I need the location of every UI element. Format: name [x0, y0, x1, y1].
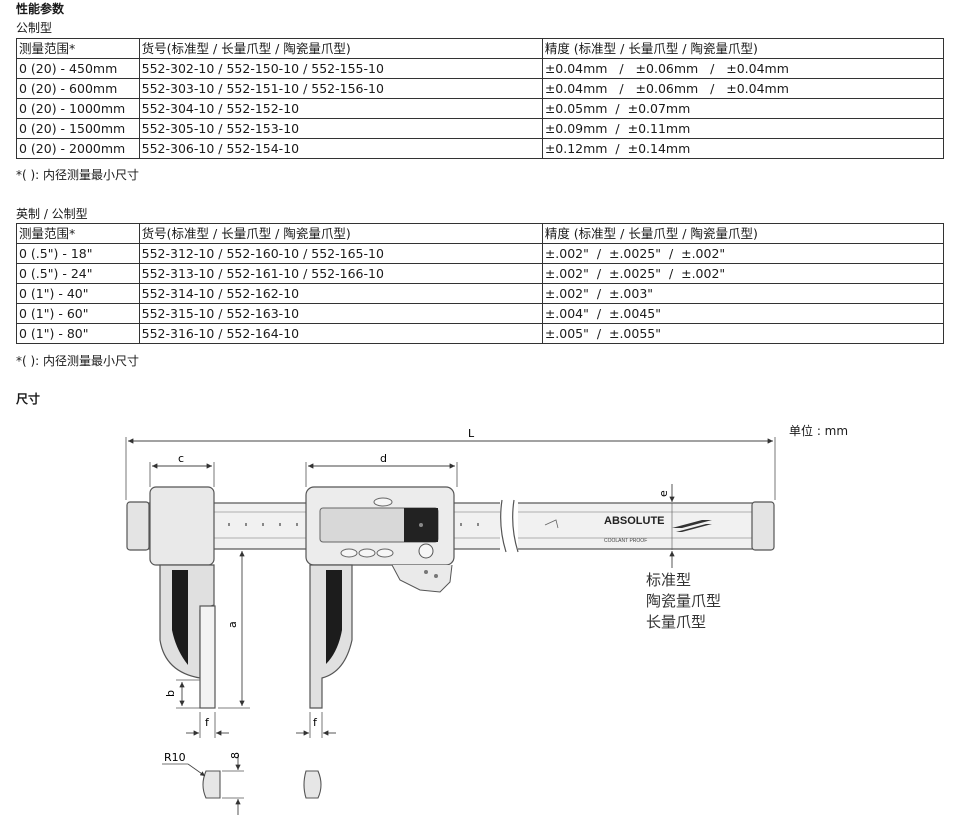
table-row: 0 (1") - 60" 552-315-10 / 552-163-10 ±.0… [16, 303, 945, 324]
cell-part-no: 552-312-10 / 552-160-10 / 552-165-10 [138, 243, 543, 264]
dimension-c [149, 462, 215, 487]
radius-label: R10 [164, 751, 186, 764]
cell-accuracy: ±0.09mm / ±0.11mm [541, 118, 945, 139]
beam-right-endcap [751, 501, 775, 551]
cell-range: 0 (1") - 40" [16, 283, 140, 304]
tip-section-movable [303, 770, 322, 799]
radius-leader [162, 763, 206, 777]
slider-button-1 [340, 548, 358, 558]
dim-c-label: c [178, 452, 184, 465]
logo-badge [418, 543, 434, 559]
cell-accuracy: ±.002" / ±.0025" / ±.002" [541, 263, 945, 284]
dimension-8 [222, 755, 244, 815]
cell-accuracy: ±.004" / ±.0045" [541, 303, 945, 324]
inch-footnote: *( ): 内径测量最小尺寸 [16, 354, 140, 368]
cell-accuracy: ±.005" / ±.0055" [541, 323, 945, 344]
header-part-no: 货号(标准型 / 长量爪型 / 陶瓷量爪型) [138, 38, 543, 59]
cell-range: 0 (20) - 2000mm [16, 138, 140, 159]
dim-a-label: a [226, 621, 239, 628]
dim-b-label: b [164, 690, 177, 697]
slider-button-2 [358, 548, 376, 558]
fixed-jaw-tip [199, 605, 216, 709]
dim-L-label: L [468, 427, 475, 440]
header-range: 测量范围* [16, 223, 140, 244]
dim-f-movable-label: f [313, 716, 318, 729]
cell-accuracy: ±0.04mm / ±0.06mm / ±0.04mm [541, 58, 945, 79]
metric-spec-table: 测量范围* 货号(标准型 / 长量爪型 / 陶瓷量爪型) 精度 (标准型 / 长… [16, 38, 945, 159]
brand-text: ABSOLUTE [604, 515, 665, 527]
cell-part-no: 552-306-10 / 552-154-10 [138, 138, 543, 159]
header-accuracy: 精度 (标准型 / 长量爪型 / 陶瓷量爪型) [541, 223, 945, 244]
inch-spec-table: 测量范围* 货号(标准型 / 长量爪型 / 陶瓷量爪型) 精度 (标准型 / 长… [16, 223, 945, 344]
cell-range: 0 (1") - 80" [16, 323, 140, 344]
slider-button-3 [376, 548, 394, 558]
fixed-jaw [149, 486, 216, 709]
dim-8-label: 8 [229, 752, 242, 759]
cell-accuracy: ±.002" / ±.0025" / ±.002" [541, 243, 945, 264]
cell-part-no: 552-314-10 / 552-162-10 [138, 283, 543, 304]
metric-section-title: 公制型 [16, 21, 53, 35]
dim-d-label: d [380, 452, 387, 465]
jaw-type-standard: 标准型 [646, 571, 692, 589]
inch-section-title: 英制 / 公制型 [16, 207, 88, 221]
cell-range: 0 (1") - 60" [16, 303, 140, 324]
dimension-b [176, 679, 200, 709]
dim-e-label: e [657, 490, 670, 497]
dimension-f-movable [296, 712, 336, 738]
movable-jaw-grip [326, 570, 342, 664]
table-row: 0 (20) - 1000mm 552-304-10 / 552-152-10 … [16, 98, 945, 119]
jaw-type-long: 长量爪型 [646, 613, 707, 631]
tip-section-fixed [202, 770, 221, 799]
table-row: 0 (1") - 80" 552-316-10 / 552-164-10 ±.0… [16, 323, 945, 344]
beam-left-endcap [126, 501, 150, 551]
metric-footnote: *( ): 内径测量最小尺寸 [16, 168, 140, 182]
fixed-jaw-grip [172, 570, 188, 665]
dimension-a [218, 548, 250, 709]
header-part-no: 货号(标准型 / 长量爪型 / 陶瓷量爪型) [138, 223, 543, 244]
movable-jaw [309, 564, 353, 709]
dimensions-heading: 尺寸 [16, 392, 41, 406]
table-row: 0 (1") - 40" 552-314-10 / 552-162-10 ±.0… [16, 283, 945, 304]
dimension-L [125, 437, 776, 500]
dimension-f-fixed [186, 712, 229, 738]
cell-accuracy: ±0.12mm / ±0.14mm [541, 138, 945, 159]
dim-f-fixed-label: f [205, 716, 210, 729]
jaw-type-ceramic: 陶瓷量爪型 [646, 592, 722, 610]
slider-head [305, 486, 455, 593]
table-header-row: 测量范围* 货号(标准型 / 长量爪型 / 陶瓷量爪型) 精度 (标准型 / 长… [16, 223, 945, 244]
dimension-d [305, 462, 458, 487]
table-row: 0 (20) - 2000mm 552-306-10 / 552-154-10 … [16, 138, 945, 159]
cell-range: 0 (20) - 1000mm [16, 98, 140, 119]
brand-sub-text: COOLANT PROOF [604, 538, 647, 544]
thumb-roller [373, 497, 393, 507]
brand-stripe [672, 520, 712, 532]
cell-range: 0 (20) - 600mm [16, 78, 140, 99]
performance-heading: 性能参数 [16, 2, 65, 16]
cell-part-no: 552-316-10 / 552-164-10 [138, 323, 543, 344]
unit-label: 单位 : mm [789, 424, 849, 438]
